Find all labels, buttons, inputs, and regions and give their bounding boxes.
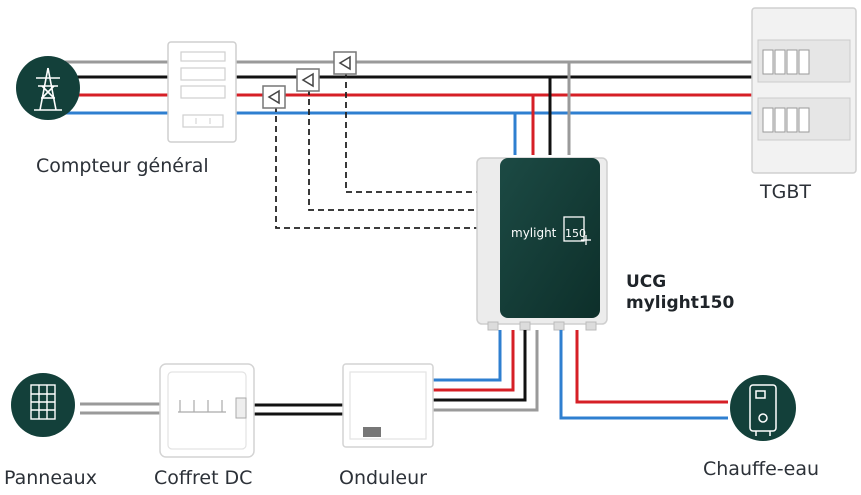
label-panneaux: Panneaux — [4, 467, 97, 489]
ac-wires-water-heater — [559, 330, 728, 420]
dc-box — [159, 363, 255, 458]
wire-black — [432, 330, 527, 402]
current-sensor — [296, 68, 320, 92]
wire-red — [432, 330, 515, 392]
pylon-icon — [16, 56, 80, 120]
wire-blue — [432, 330, 502, 382]
solar-panel-icon — [11, 373, 75, 437]
ac-wires-inverter — [432, 330, 539, 412]
dc-wires-panels — [80, 402, 160, 415]
label-chauffe-eau: Chauffe-eau — [703, 458, 820, 480]
label-coffret: Coffret DC — [154, 467, 253, 489]
label-ucg: UCG — [626, 272, 667, 292]
meter-device — [167, 41, 237, 143]
label-ucg-model: mylight150 — [626, 293, 735, 313]
inverter-device — [342, 363, 434, 448]
water-heater-icon — [730, 375, 796, 441]
label-onduleur: Onduleur — [339, 467, 427, 489]
label-tgbt: TGBT — [760, 181, 811, 203]
main-feed-wires — [50, 60, 752, 115]
ucg-input-wires — [513, 62, 571, 155]
wire-gray — [432, 330, 539, 412]
tgbt-panel — [751, 7, 857, 174]
device-brand: mylight — [511, 226, 557, 240]
ucg-device: mylight 150 — [476, 157, 608, 331]
wire-red — [575, 330, 728, 404]
wire-blue — [559, 330, 728, 420]
sensor-lines — [275, 72, 484, 229]
dc-wires-inverter — [254, 403, 343, 416]
current-sensor — [262, 85, 286, 109]
label-compteur: Compteur général — [36, 155, 209, 177]
current-sensor — [333, 51, 357, 75]
device-model: 150 — [565, 227, 586, 240]
